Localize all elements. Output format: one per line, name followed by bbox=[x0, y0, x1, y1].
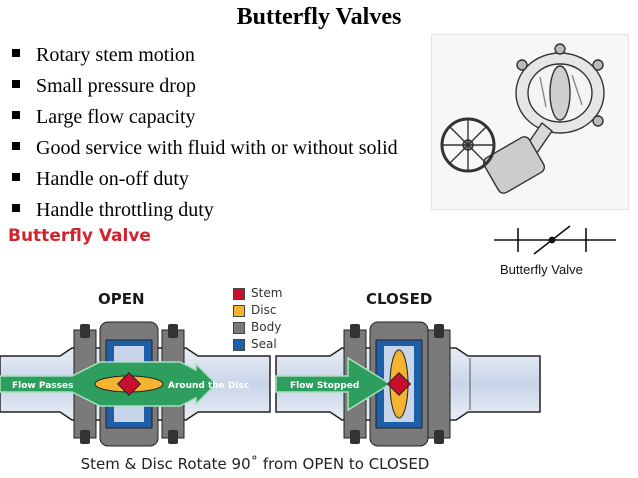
flow-passes-label: Flow Passes bbox=[12, 381, 73, 391]
diagram-caption: Stem & Disc Rotate 90˚ from OPEN to CLOS… bbox=[80, 455, 430, 473]
bullet-marker bbox=[12, 80, 20, 88]
open-valve: Flow Passes Around the Disc bbox=[0, 321, 271, 447]
slide-title: Butterfly Valves bbox=[236, 4, 402, 30]
section-heading: Butterfly Valve bbox=[8, 226, 151, 246]
bullet-text: Handle on-off duty bbox=[36, 168, 189, 190]
bullet-marker bbox=[12, 142, 20, 150]
bullet-text: Handle throttling duty bbox=[36, 199, 214, 221]
bullet-text: Rotary stem motion bbox=[36, 44, 195, 66]
legend-label: Stem bbox=[251, 286, 283, 300]
bullet-item: Large flow capacity bbox=[12, 104, 398, 135]
valve-cross-section-diagram: Flow Passes Around the Disc bbox=[0, 321, 541, 447]
legend-label: Seal bbox=[251, 337, 277, 351]
bullet-item: Small pressure drop bbox=[12, 73, 398, 104]
bullet-marker bbox=[12, 173, 20, 181]
legend-label: Body bbox=[251, 320, 282, 334]
bullet-marker bbox=[12, 111, 20, 119]
closed-label: CLOSED bbox=[366, 290, 433, 308]
bullet-text: Small pressure drop bbox=[36, 75, 196, 97]
flow-stopped-label: Flow Stopped bbox=[290, 381, 359, 391]
butterfly-valve-sketch bbox=[431, 34, 629, 210]
bullet-marker bbox=[12, 49, 20, 57]
bullet-text: Large flow capacity bbox=[36, 106, 196, 128]
legend-swatch bbox=[233, 305, 245, 317]
bullet-item: Rotary stem motion bbox=[12, 42, 398, 73]
legend-swatch bbox=[233, 339, 245, 351]
around-disc-label: Around the Disc bbox=[168, 381, 249, 391]
bullet-marker bbox=[12, 204, 20, 212]
closed-valve: Flow Stopped bbox=[275, 321, 541, 447]
open-label: OPEN bbox=[98, 290, 145, 308]
bullet-item: Good service with fluid with or without … bbox=[12, 135, 398, 166]
bullet-item: Handle throttling duty bbox=[12, 197, 398, 228]
legend-swatch bbox=[233, 322, 245, 334]
bullet-list: Rotary stem motion Small pressure drop L… bbox=[12, 42, 398, 228]
butterfly-valve-symbol-icon bbox=[494, 225, 616, 255]
symbol-label: Butterfly Valve bbox=[500, 262, 583, 277]
bullet-item: Handle on-off duty bbox=[12, 166, 398, 197]
legend-label: Disc bbox=[251, 303, 277, 317]
legend-swatch bbox=[233, 288, 245, 300]
bullet-text: Good service with fluid with or without … bbox=[36, 137, 398, 159]
